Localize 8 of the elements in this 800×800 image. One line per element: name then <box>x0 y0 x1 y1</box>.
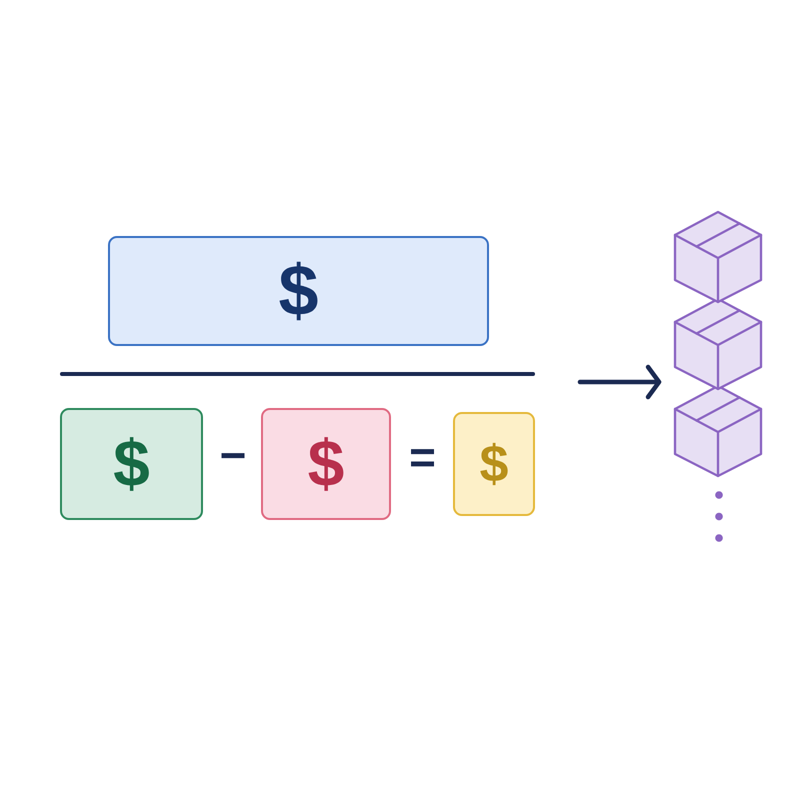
dollar-box: $ <box>108 236 489 346</box>
minus-sign: − <box>222 453 245 458</box>
dollar-box: $ <box>60 408 203 520</box>
box-stack-illustration <box>674 210 762 478</box>
arrow <box>578 364 662 400</box>
dollar-box: $ <box>453 412 535 516</box>
equals-sign: = <box>411 449 434 466</box>
dollar-box: $ <box>261 408 391 520</box>
